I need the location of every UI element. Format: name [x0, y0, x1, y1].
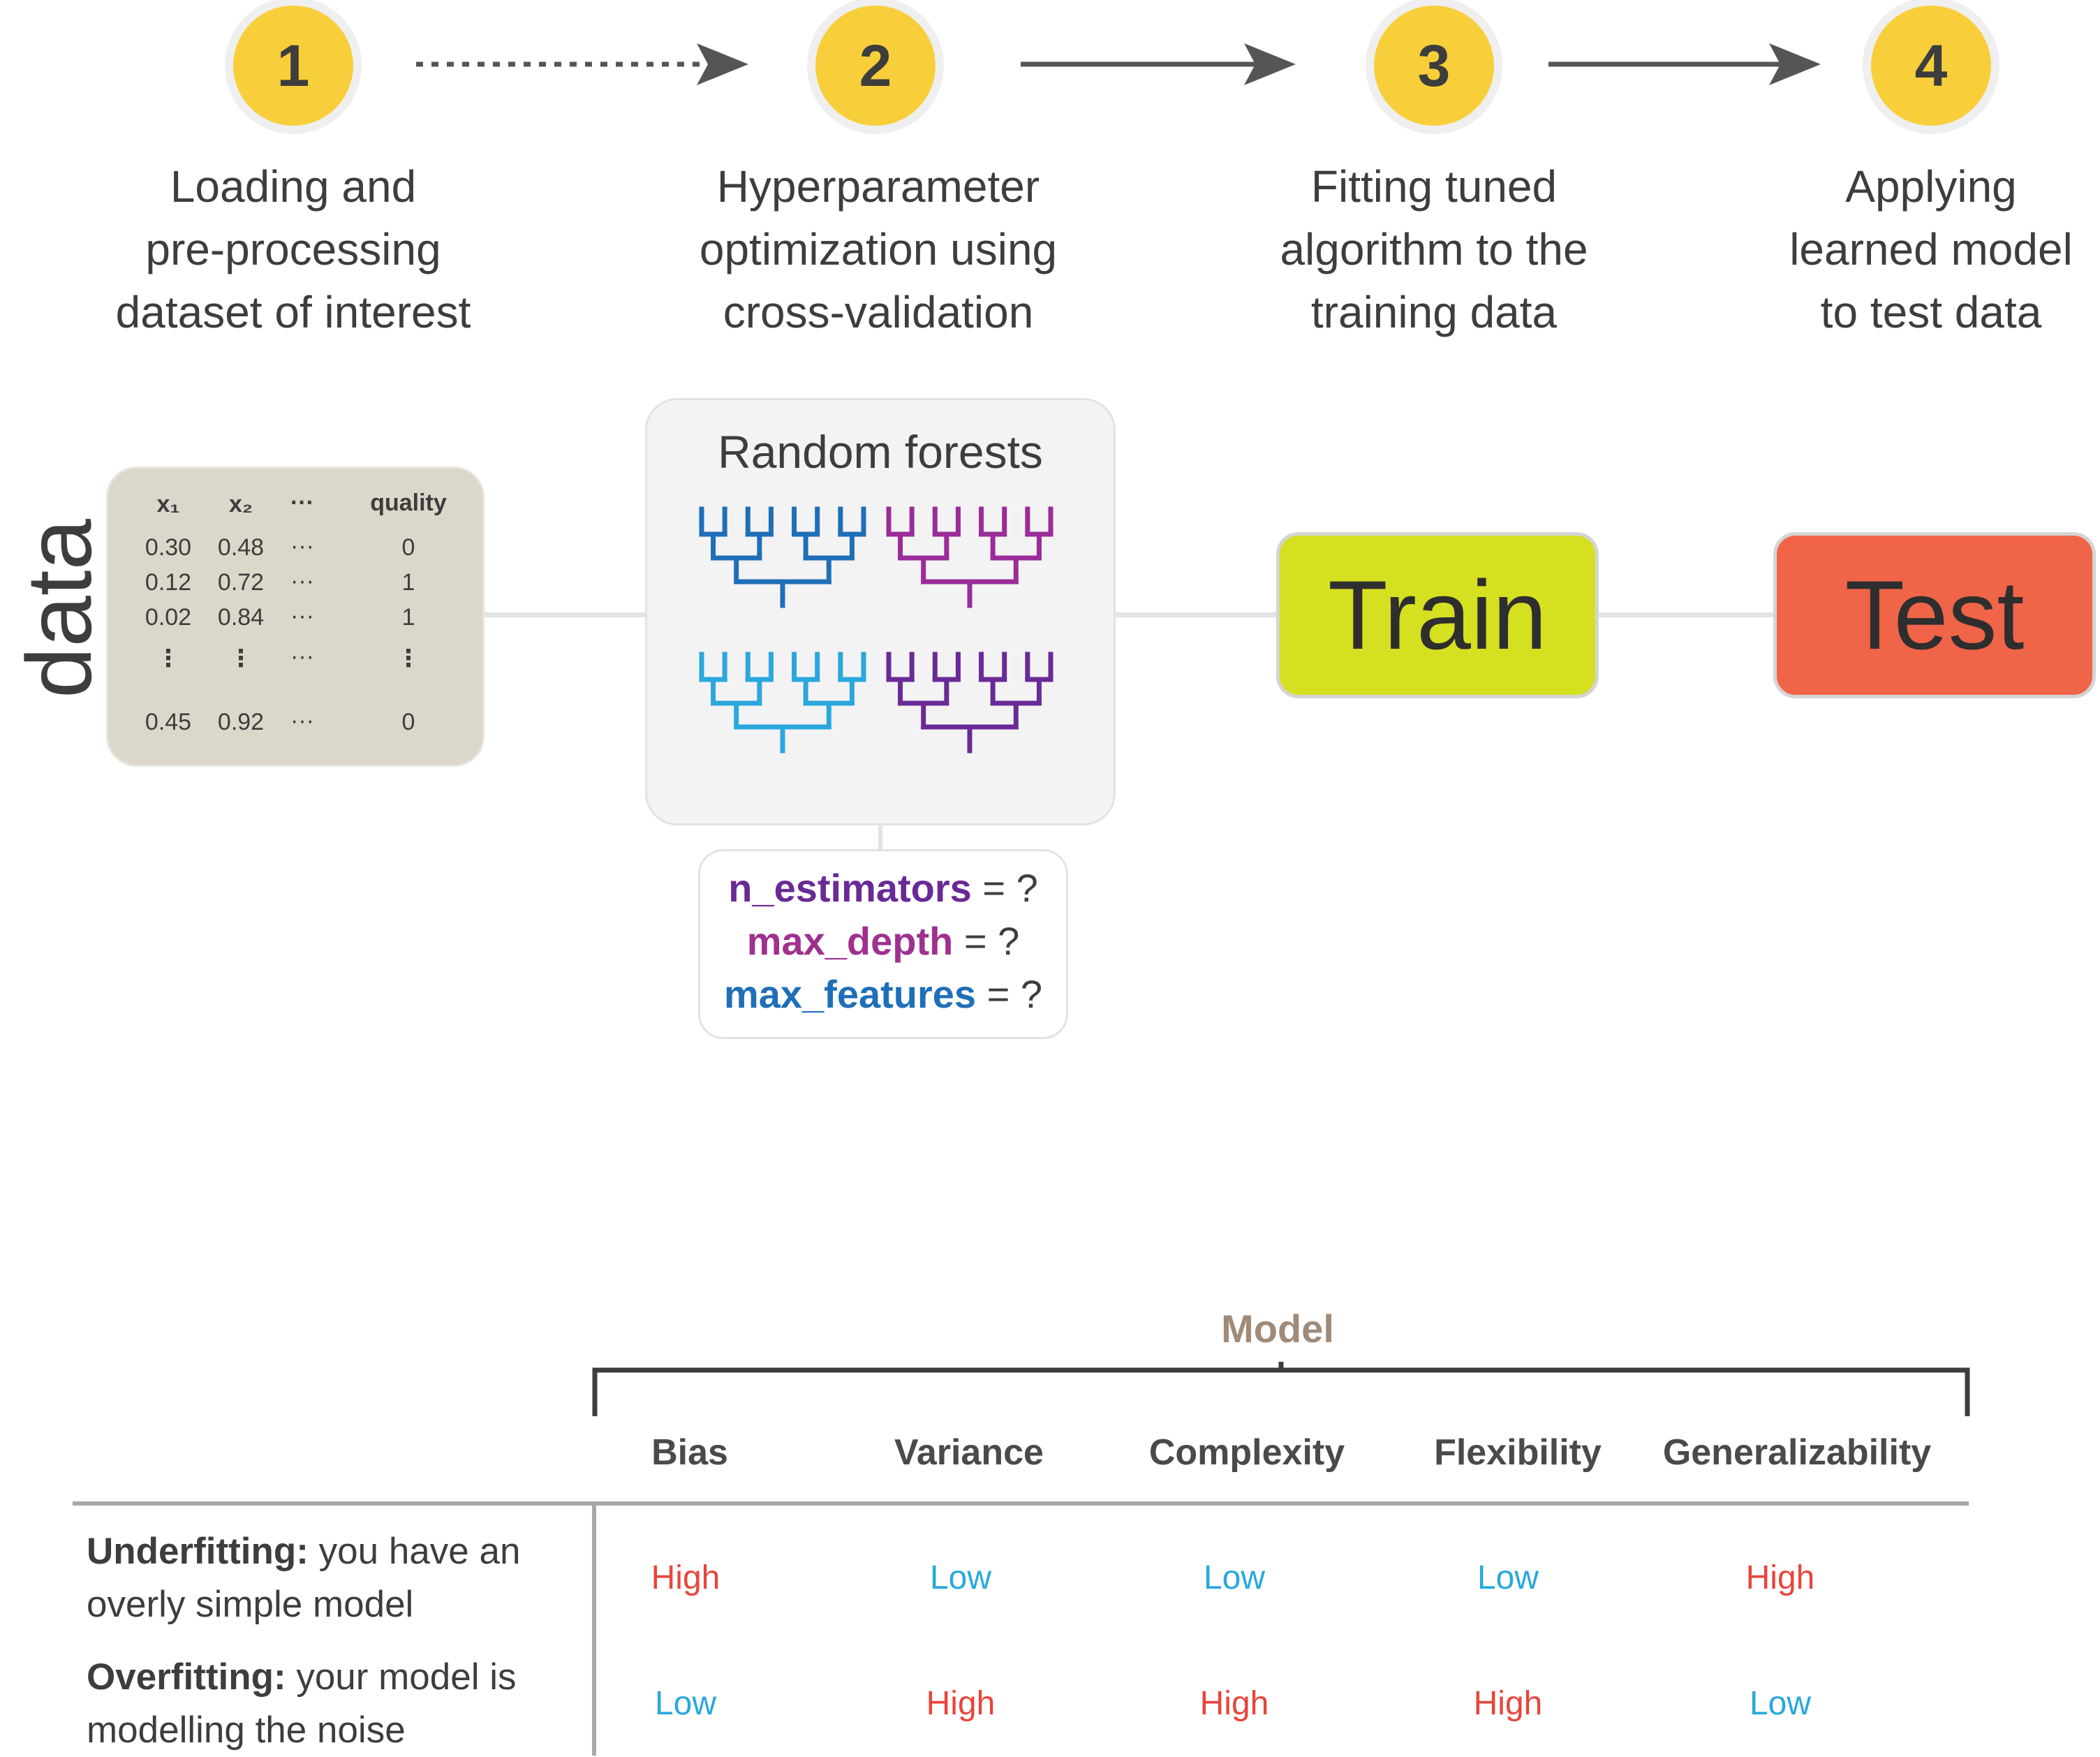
row-underfitting-label: Underfitting: you have an overly simple … [87, 1525, 589, 1631]
desc-line: modelling the noise [87, 1710, 406, 1751]
cell: 1 [401, 569, 415, 596]
step-3-badge: 3 [1374, 6, 1494, 126]
test-label: Test [1844, 560, 2025, 670]
random-forests-title: Random forests [718, 426, 1043, 478]
arrow-3-4 [1548, 43, 1821, 85]
cell: 0.72 [217, 569, 265, 596]
hyperparam-max-features: max_features = ? [700, 971, 1066, 1017]
hyperparam-eq: = ? [953, 919, 1020, 963]
step-1-badge: 1 [233, 6, 353, 126]
hyperparam-name: n_estimators [728, 866, 972, 910]
step-2-badge: 2 [815, 6, 936, 126]
value-underfitting-bias: High [651, 1559, 720, 1596]
column-variance: Variance [894, 1432, 1044, 1473]
header-x2: x₂ [228, 491, 253, 517]
cell: 0.02 [145, 604, 192, 631]
cell: 0.48 [217, 534, 265, 561]
row-overfitting-label: Overfitting: your model is modelling the… [87, 1651, 589, 1757]
hyperparam-n-estimators: n_estimators = ? [700, 865, 1066, 911]
decision-tree-1-icon [699, 506, 866, 608]
hyperparam-eq: = ? [971, 866, 1038, 910]
step-arrows [416, 43, 1821, 85]
decision-tree-4-icon [886, 652, 1053, 753]
table-vertical-rule [592, 1506, 596, 1756]
value-overfitting-variance: High [926, 1685, 996, 1722]
desc-line: you have an [308, 1531, 521, 1572]
header-ellipsis: ··· [290, 490, 314, 516]
hyperparameter-panel: n_estimators = ? max_depth = ? max_featu… [698, 849, 1068, 1039]
connector-data-rf [483, 612, 646, 617]
cell: ··· [290, 707, 314, 734]
hyperparam-name: max_depth [746, 919, 954, 963]
column-flexibility: Flexibility [1434, 1432, 1602, 1473]
model-group-label: Model [1221, 1307, 1334, 1351]
data-side-label: data [8, 519, 110, 698]
value-underfitting-complexity: Low [1203, 1559, 1266, 1596]
cell: 1 [401, 604, 415, 631]
cell: 0.30 [145, 534, 192, 561]
cell: ··· [290, 603, 314, 629]
decision-tree-3-icon [699, 652, 866, 753]
cell: 0.12 [145, 569, 192, 596]
value-underfitting-variance: Low [929, 1559, 992, 1596]
table-header-rule [73, 1501, 1969, 1506]
cell: 0 [401, 534, 415, 561]
column-bias: Bias [651, 1432, 728, 1473]
cell: 0.92 [217, 709, 265, 735]
header-x1: x₁ [156, 491, 180, 517]
desc-line: your model is [286, 1656, 517, 1698]
train-box: Train [1276, 532, 1599, 698]
value-overfitting-bias: Low [654, 1685, 717, 1722]
dotted-arrow-1-2 [416, 43, 748, 85]
arrow-2-3 [1021, 43, 1296, 85]
value-underfitting-flexibility: Low [1477, 1559, 1539, 1596]
cell: ··· [290, 568, 314, 594]
hyperparam-max-depth: max_depth = ? [700, 918, 1066, 964]
cell: ··· [290, 533, 314, 559]
tree-ensemble [699, 506, 1053, 753]
value-underfitting-generalizability: High [1745, 1559, 1815, 1596]
cell: ⋮ [397, 645, 420, 672]
train-label: Train [1328, 560, 1547, 670]
column-generalizability: Generalizability [1662, 1432, 1932, 1473]
data-table: x₁ x₂ ··· quality 0.30 0.48 ··· 0 0.12 0… [106, 466, 485, 767]
term-underfitting: Underfitting: [87, 1531, 309, 1572]
hyperparam-name: max_features [723, 972, 977, 1016]
model-bracket [592, 1362, 1970, 1416]
cell: ··· [290, 643, 314, 670]
cell: ⋮ [156, 645, 180, 672]
cell: ⋮ [229, 645, 253, 672]
header-quality: quality [370, 490, 447, 516]
test-box: Test [1773, 532, 2096, 698]
connector-rf-hyperparams [878, 823, 882, 851]
value-overfitting-generalizability: Low [1749, 1685, 1812, 1722]
value-overfitting-flexibility: High [1473, 1685, 1543, 1722]
column-complexity: Complexity [1148, 1432, 1345, 1473]
connector-train-test [1597, 612, 1775, 617]
cell: 0 [401, 709, 415, 735]
decision-tree-2-icon [886, 506, 1053, 608]
random-forests-panel: Random forests [645, 398, 1116, 825]
connector-rf-train [1113, 612, 1276, 617]
hyperparam-eq: = ? [976, 972, 1043, 1016]
value-overfitting-complexity: High [1199, 1685, 1269, 1722]
cell: 0.45 [145, 709, 192, 735]
term-overfitting: Overfitting: [87, 1656, 286, 1698]
step-4-badge: 4 [1871, 6, 1991, 126]
desc-line: overly simple model [87, 1584, 414, 1625]
cell: 0.84 [217, 604, 265, 631]
